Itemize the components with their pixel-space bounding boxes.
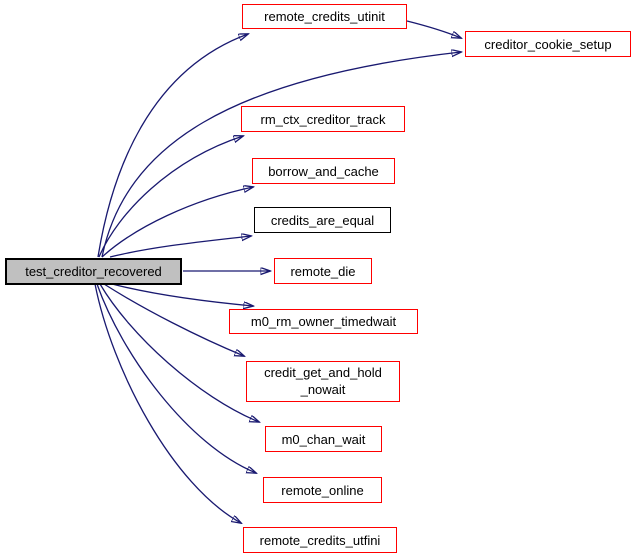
node-test_creditor_recovered: test_creditor_recovered: [5, 258, 182, 285]
edge-test_creditor_recovered-to-credit_get_and_hold_nowait: [103, 283, 244, 356]
edge-test_creditor_recovered-to-remote_online: [96, 283, 256, 473]
edge-test_creditor_recovered-to-m0_chan_wait: [99, 283, 259, 422]
node-remote_credits_utfini[interactable]: remote_credits_utfini: [243, 527, 397, 553]
edge-remote_credits_utinit-to-creditor_cookie_setup: [406, 20, 461, 38]
node-rm_ctx_creditor_track[interactable]: rm_ctx_creditor_track: [241, 106, 405, 132]
node-label-line1: credit_get_and_hold: [264, 365, 382, 381]
node-creditor_cookie_setup[interactable]: creditor_cookie_setup: [465, 31, 631, 57]
edge-test_creditor_recovered-to-remote_credits_utfini: [94, 283, 241, 523]
edge-test_creditor_recovered-to-creditor_cookie_setup: [101, 52, 461, 258]
edge-test_creditor_recovered-to-rm_ctx_creditor_track: [98, 136, 243, 258]
node-remote_die[interactable]: remote_die: [274, 258, 372, 284]
node-borrow_and_cache[interactable]: borrow_and_cache: [252, 158, 395, 184]
node-credit_get_and_hold_nowait[interactable]: credit_get_and_hold _nowait: [246, 361, 400, 402]
edge-test_creditor_recovered-to-credits_are_equal: [109, 236, 251, 258]
edge-test_creditor_recovered-to-remote_credits_utinit: [97, 34, 248, 258]
node-credits_are_equal[interactable]: credits_are_equal: [254, 207, 391, 233]
node-remote_credits_utinit[interactable]: remote_credits_utinit: [242, 4, 407, 29]
edge-test_creditor_recovered-to-m0_rm_owner_timedwait: [111, 283, 253, 306]
edge-test_creditor_recovered-to-borrow_and_cache: [101, 187, 253, 258]
node-m0_rm_owner_timedwait[interactable]: m0_rm_owner_timedwait: [229, 309, 418, 334]
node-m0_chan_wait[interactable]: m0_chan_wait: [265, 426, 382, 452]
node-label-line2: _nowait: [300, 381, 346, 397]
node-remote_online[interactable]: remote_online: [263, 477, 382, 503]
